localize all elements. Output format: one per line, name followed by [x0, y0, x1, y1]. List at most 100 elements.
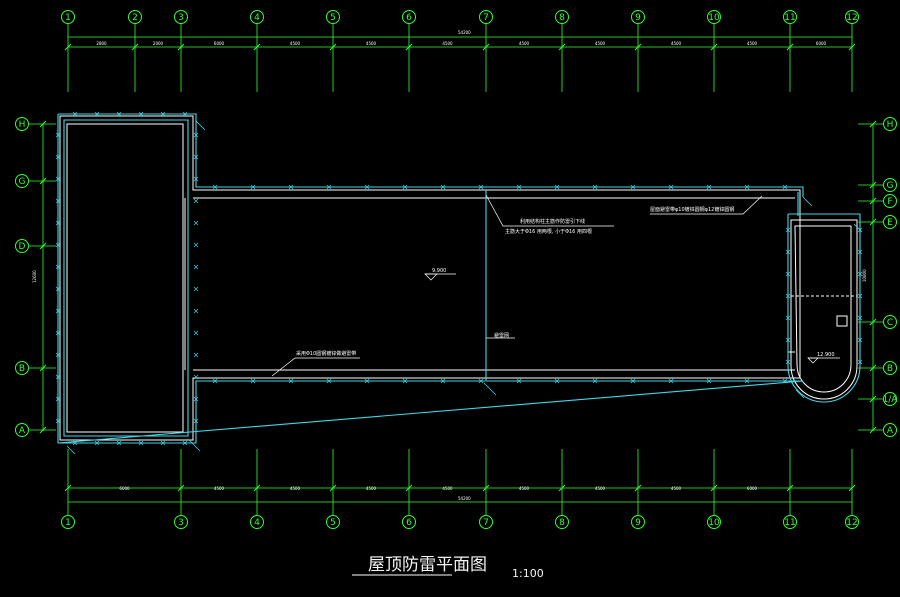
bottom-axis-bubble-11-label: 11	[784, 518, 795, 528]
bottom-axis-bubble-1: 1	[61, 515, 75, 529]
bottom-axis-bubble-3: 3	[174, 515, 188, 529]
right-total-dimension: 10800	[862, 269, 867, 282]
top-axis-bubble-9-label: 9	[635, 13, 641, 23]
bottom-segment-dim: 4500	[290, 486, 301, 491]
bottom-axis-bubble-9: 9	[631, 515, 645, 529]
top-axis-bubble-3-label: 3	[178, 13, 184, 23]
bottom-axis-bubble-6: 6	[402, 515, 416, 529]
top-axis-bubble-3: 3	[174, 10, 188, 24]
left-total-dimension: 12600	[32, 270, 37, 283]
bottom-axis-bubble-8: 8	[555, 515, 569, 529]
left-axis-bubble-B-label: B	[19, 364, 25, 374]
top-axis-bubble-5: 5	[326, 10, 340, 24]
top-segment-dim: 4500	[290, 41, 301, 46]
right-axis-bubble-0-label: H	[887, 120, 894, 130]
annotation-leaders	[271, 194, 840, 377]
left-axis-bubble-B: B	[15, 361, 29, 375]
left-axis-bubble-D: D	[15, 239, 29, 253]
top-axis-bubble-1: 1	[61, 10, 75, 24]
drawing-title: 屋顶防雷平面图	[368, 555, 487, 575]
bottom-dimension-lines	[68, 487, 852, 503]
left-axis-bubble-H: H	[15, 117, 29, 131]
right-axis-bubble-6: 1/A	[883, 392, 899, 406]
level-mark-stair: 12.900	[817, 352, 835, 358]
top-axis-bubble-12-label: 12	[846, 13, 857, 23]
building-outline	[59, 115, 858, 441]
left-axis-bubble-G-label: G	[19, 177, 26, 187]
lightning-protection-belt	[57, 113, 861, 444]
left-axis-bubble-A: A	[15, 423, 29, 437]
bottom-axis-bubble-7-label: 7	[483, 518, 489, 528]
top-axis-bubble-7: 7	[479, 10, 493, 24]
bottom-axis-bubble-5: 5	[326, 515, 340, 529]
right-axis-bubble-1-label: G	[887, 181, 894, 191]
bottom-axis-bubble-6-label: 6	[406, 518, 412, 528]
note-downlead-line2: 主筋大于Φ16 用两根, 小于Φ16 用四根	[505, 228, 592, 235]
bottom-segment-dim: 4500	[519, 486, 530, 491]
right-axis-bubble-5: B	[883, 361, 897, 375]
top-segment-dim: 4500	[595, 41, 606, 46]
top-axis-bubble-7-label: 7	[483, 13, 489, 23]
top-segment-dim: 2800	[96, 41, 107, 46]
bottom-segment-dimensions: 6000 4500 4500 4500 4500 4500 4500 4500 6000	[119, 486, 757, 491]
bottom-segment-dim: 4500	[595, 486, 606, 491]
right-axis-bubble-7: A	[883, 423, 897, 437]
top-axis-bubble-8: 8	[555, 10, 569, 24]
bottom-axis-group: 1 3 4 5 6 7 8 9 10 11 12	[61, 449, 859, 529]
top-axis-bubble-5-label: 5	[330, 13, 336, 23]
bottom-segment-dim: 6000	[747, 486, 758, 491]
bottom-axis-bubble-11: 11	[783, 515, 797, 529]
top-dimension-lines	[68, 36, 852, 48]
top-axis-bubble-12: 12	[845, 10, 859, 24]
bottom-segment-dim: 4500	[366, 486, 377, 491]
bottom-axis-bubble-12-label: 12	[846, 518, 857, 528]
left-axis-bubble-G: G	[15, 174, 29, 188]
side-dimension-lines	[42, 124, 874, 431]
bottom-axis-bubble-8-label: 8	[559, 518, 565, 528]
bottom-axis-bubble-1-label: 1	[65, 518, 71, 528]
right-axis-bubble-6-label: 1/A	[883, 395, 899, 405]
drawing-scale: 1:100	[512, 567, 544, 580]
note-lightning-belt: 采用Φ10圆钢镀锌做避雷带	[296, 350, 356, 357]
bottom-total-dimension: 54200	[458, 496, 471, 501]
right-axis-group: H GF E C B 1/A A	[858, 117, 899, 437]
bottom-segment-dim: 4500	[214, 486, 225, 491]
bottom-axis-bubble-3-label: 3	[178, 518, 184, 528]
right-axis-bubble-3-label: E	[887, 218, 893, 228]
top-total-dimension: 54200	[458, 30, 471, 35]
right-axis-bubble-2: F	[883, 194, 897, 208]
right-axis-bubble-4: C	[883, 315, 897, 329]
corner-leaders	[66, 120, 863, 455]
top-axis-bubble-11: 11	[783, 10, 797, 24]
top-segment-dim: 4500	[519, 41, 530, 46]
left-axis-bubble-D-label: D	[19, 242, 26, 252]
top-segment-dim: 2000	[153, 41, 164, 46]
bottom-segment-dim: 6000	[119, 486, 130, 491]
bottom-axis-bubble-10: 10	[707, 515, 721, 529]
top-axis-bubble-9: 9	[631, 10, 645, 24]
bottom-axis-bubble-4-label: 4	[254, 518, 260, 528]
top-segment-dim: 4500	[366, 41, 377, 46]
right-axis-bubble-5-label: B	[887, 364, 893, 374]
bottom-segment-dim: 4500	[442, 486, 453, 491]
top-axis-bubble-2-label: 2	[132, 13, 138, 23]
bottom-axis-bubble-4: 4	[250, 515, 264, 529]
bottom-axis-bubble-5-label: 5	[330, 518, 336, 528]
top-axis-bubble-2: 2	[128, 10, 142, 24]
note-downlead-line1: 利用结构柱主筋作防雷引下线	[520, 218, 585, 225]
top-axis-bubble-4-label: 4	[254, 13, 260, 23]
note-lightning-net: 避雷网	[494, 332, 509, 339]
right-axis-bubble-1: G	[883, 178, 897, 192]
top-axis-bubble-8-label: 8	[559, 13, 565, 23]
note-roof-ridge: 屋面避雷带φ10镀锌圆钢φ12镀锌圆钢	[650, 206, 734, 213]
bottom-axis-bubble-9-label: 9	[635, 518, 641, 528]
top-axis-bubble-6: 6	[402, 10, 416, 24]
right-axis-bubble-4-label: C	[887, 318, 893, 328]
top-axis-bubble-6-label: 6	[406, 13, 412, 23]
bottom-axis-bubble-10-label: 10	[708, 518, 720, 528]
left-axis-bubble-A-label: A	[19, 426, 26, 436]
right-axis-bubble-2-label: F	[887, 197, 892, 207]
bottom-segment-dim: 4500	[671, 486, 682, 491]
